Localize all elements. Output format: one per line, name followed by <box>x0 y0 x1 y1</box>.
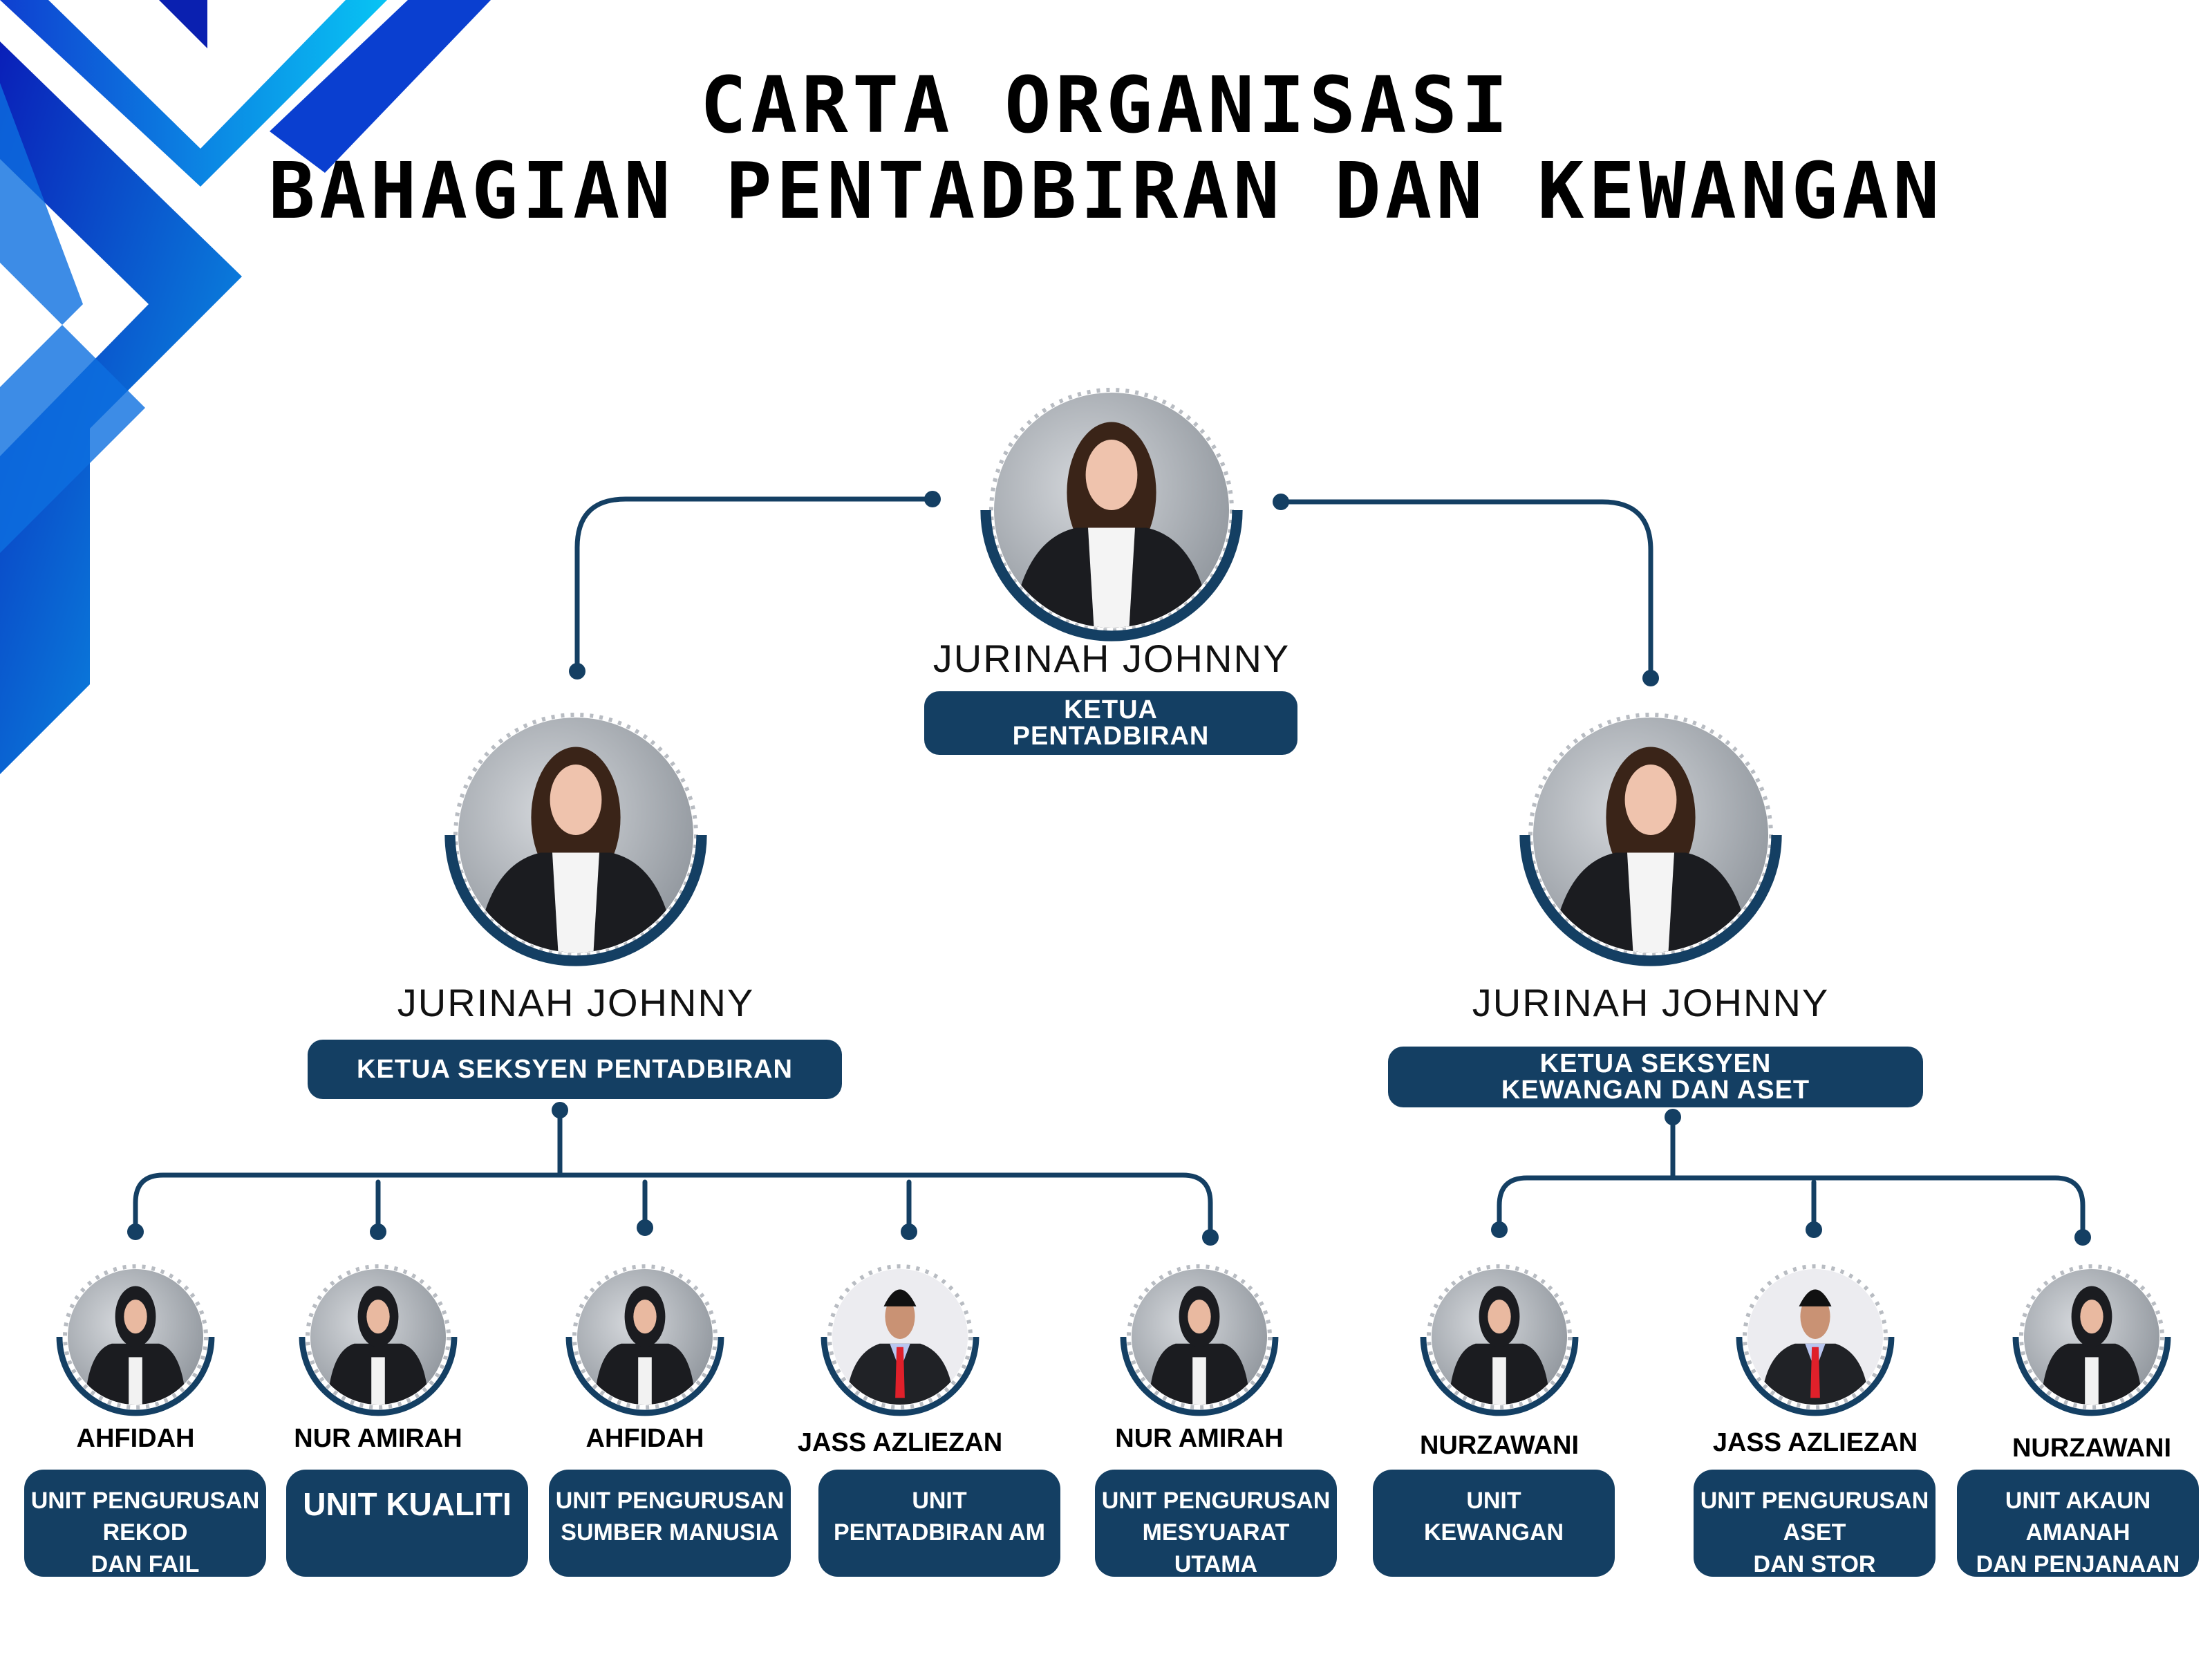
unit-name-line: MESYUARAT <box>1142 1519 1290 1546</box>
unit-name-box: UNIT PENTADBIRAN AM <box>818 1470 1060 1577</box>
section-admin-role-badge: KETUA SEKSYEN PENTADBIRAN <box>308 1040 842 1099</box>
unit-name-line: REKOD <box>102 1519 188 1546</box>
unit-member-name: AHFIDAH <box>585 1424 704 1453</box>
connector-left-bus <box>133 1172 1213 1240</box>
section-finance-photo <box>1519 704 1782 970</box>
unit-name-box: UNIT AKAUN AMANAH DAN PENJANAAN <box>1957 1470 2199 1577</box>
chart-title-line1: CARTA ORGANISASI <box>700 61 1512 151</box>
unit-member-photo <box>818 1255 982 1422</box>
unit-name-line: UNIT PENGURUSAN <box>1101 1488 1331 1514</box>
unit-member-photo <box>1418 1255 1581 1422</box>
section-finance-role-badge: KETUA SEKSYEN KEWANGAN DAN ASET <box>1388 1047 1923 1107</box>
unit-name-line: UNIT PENGURUSAN <box>1700 1488 1929 1514</box>
unit-name-box: UNIT KEWANGAN <box>1373 1470 1615 1577</box>
unit-member-name: JASS AZLIEZAN <box>1712 1428 1918 1457</box>
unit-name-box: UNIT KUALITI <box>286 1470 528 1577</box>
unit-member-photo <box>54 1255 217 1422</box>
head-name: JURINAH JOHNNY <box>932 637 1291 680</box>
unit-name-box: UNIT PENGURUSAN REKOD DAN FAIL <box>24 1470 266 1577</box>
unit-name-box: UNIT PENGURUSAN MESYUARAT UTAMA <box>1095 1470 1337 1577</box>
head-photo <box>980 379 1243 645</box>
unit-name-line: PENTADBIRAN AM <box>834 1519 1045 1546</box>
unit-name-line: AMANAH <box>2025 1519 2130 1546</box>
unit-name-line: UNIT KUALITI <box>303 1486 512 1522</box>
unit-name-box: UNIT PENGURUSAN ASET DAN STOR <box>1694 1470 1936 1577</box>
unit-name-line: DAN STOR <box>1753 1551 1876 1577</box>
unit-member-name: NURZAWANI <box>1419 1431 1580 1460</box>
unit-name-line: UTAMA <box>1174 1551 1258 1577</box>
unit-member-photo <box>563 1255 727 1422</box>
unit-member-name: JASS AZLIEZAN <box>797 1428 1003 1457</box>
unit-name-line: SUMBER MANUSIA <box>561 1519 779 1546</box>
unit-member-photo <box>297 1255 460 1422</box>
connector-head-right <box>1278 499 1653 681</box>
unit-member-photo <box>2010 1255 2173 1422</box>
unit-name-line: UNIT <box>1466 1488 1521 1514</box>
unit-member-name: NURZAWANI <box>2012 1434 2172 1463</box>
connector-dot <box>924 491 941 507</box>
corner-chevron-decoration <box>0 0 491 774</box>
connector-head-left <box>574 496 935 674</box>
unit-name-line: DAN FAIL <box>91 1551 200 1577</box>
section-finance-name: JURINAH JOHNNY <box>1472 981 1830 1024</box>
section-admin-name: JURINAH JOHNNY <box>397 981 755 1024</box>
section-admin-photo <box>444 704 707 970</box>
unit-name-line: UNIT PENGURUSAN <box>30 1488 260 1514</box>
unit-member-photo <box>1118 1255 1281 1422</box>
unit-member-name: AHFIDAH <box>76 1424 195 1453</box>
unit-name-line: KEWANGAN <box>1423 1519 1564 1546</box>
unit-name-line: UNIT <box>912 1488 967 1514</box>
unit-member-photo <box>1734 1255 1897 1422</box>
unit-member-name: NUR AMIRAH <box>1115 1424 1284 1453</box>
unit-member-name: NUR AMIRAH <box>294 1424 462 1453</box>
head-role-badge: KETUA PENTADBIRAN <box>924 691 1297 755</box>
unit-name-line: UNIT PENGURUSAN <box>555 1488 785 1514</box>
connector-right-bus <box>1497 1175 2086 1240</box>
unit-name-line: DAN PENJANAAN <box>1976 1551 2180 1577</box>
unit-name-line: UNIT AKAUN <box>2005 1488 2151 1514</box>
unit-name-line: ASET <box>1783 1519 1846 1546</box>
unit-name-box: UNIT PENGURUSAN SUMBER MANUSIA <box>549 1470 791 1577</box>
chart-title-line2: BAHAGIAN PENTADBIRAN DAN KEWANGAN <box>268 147 1944 236</box>
